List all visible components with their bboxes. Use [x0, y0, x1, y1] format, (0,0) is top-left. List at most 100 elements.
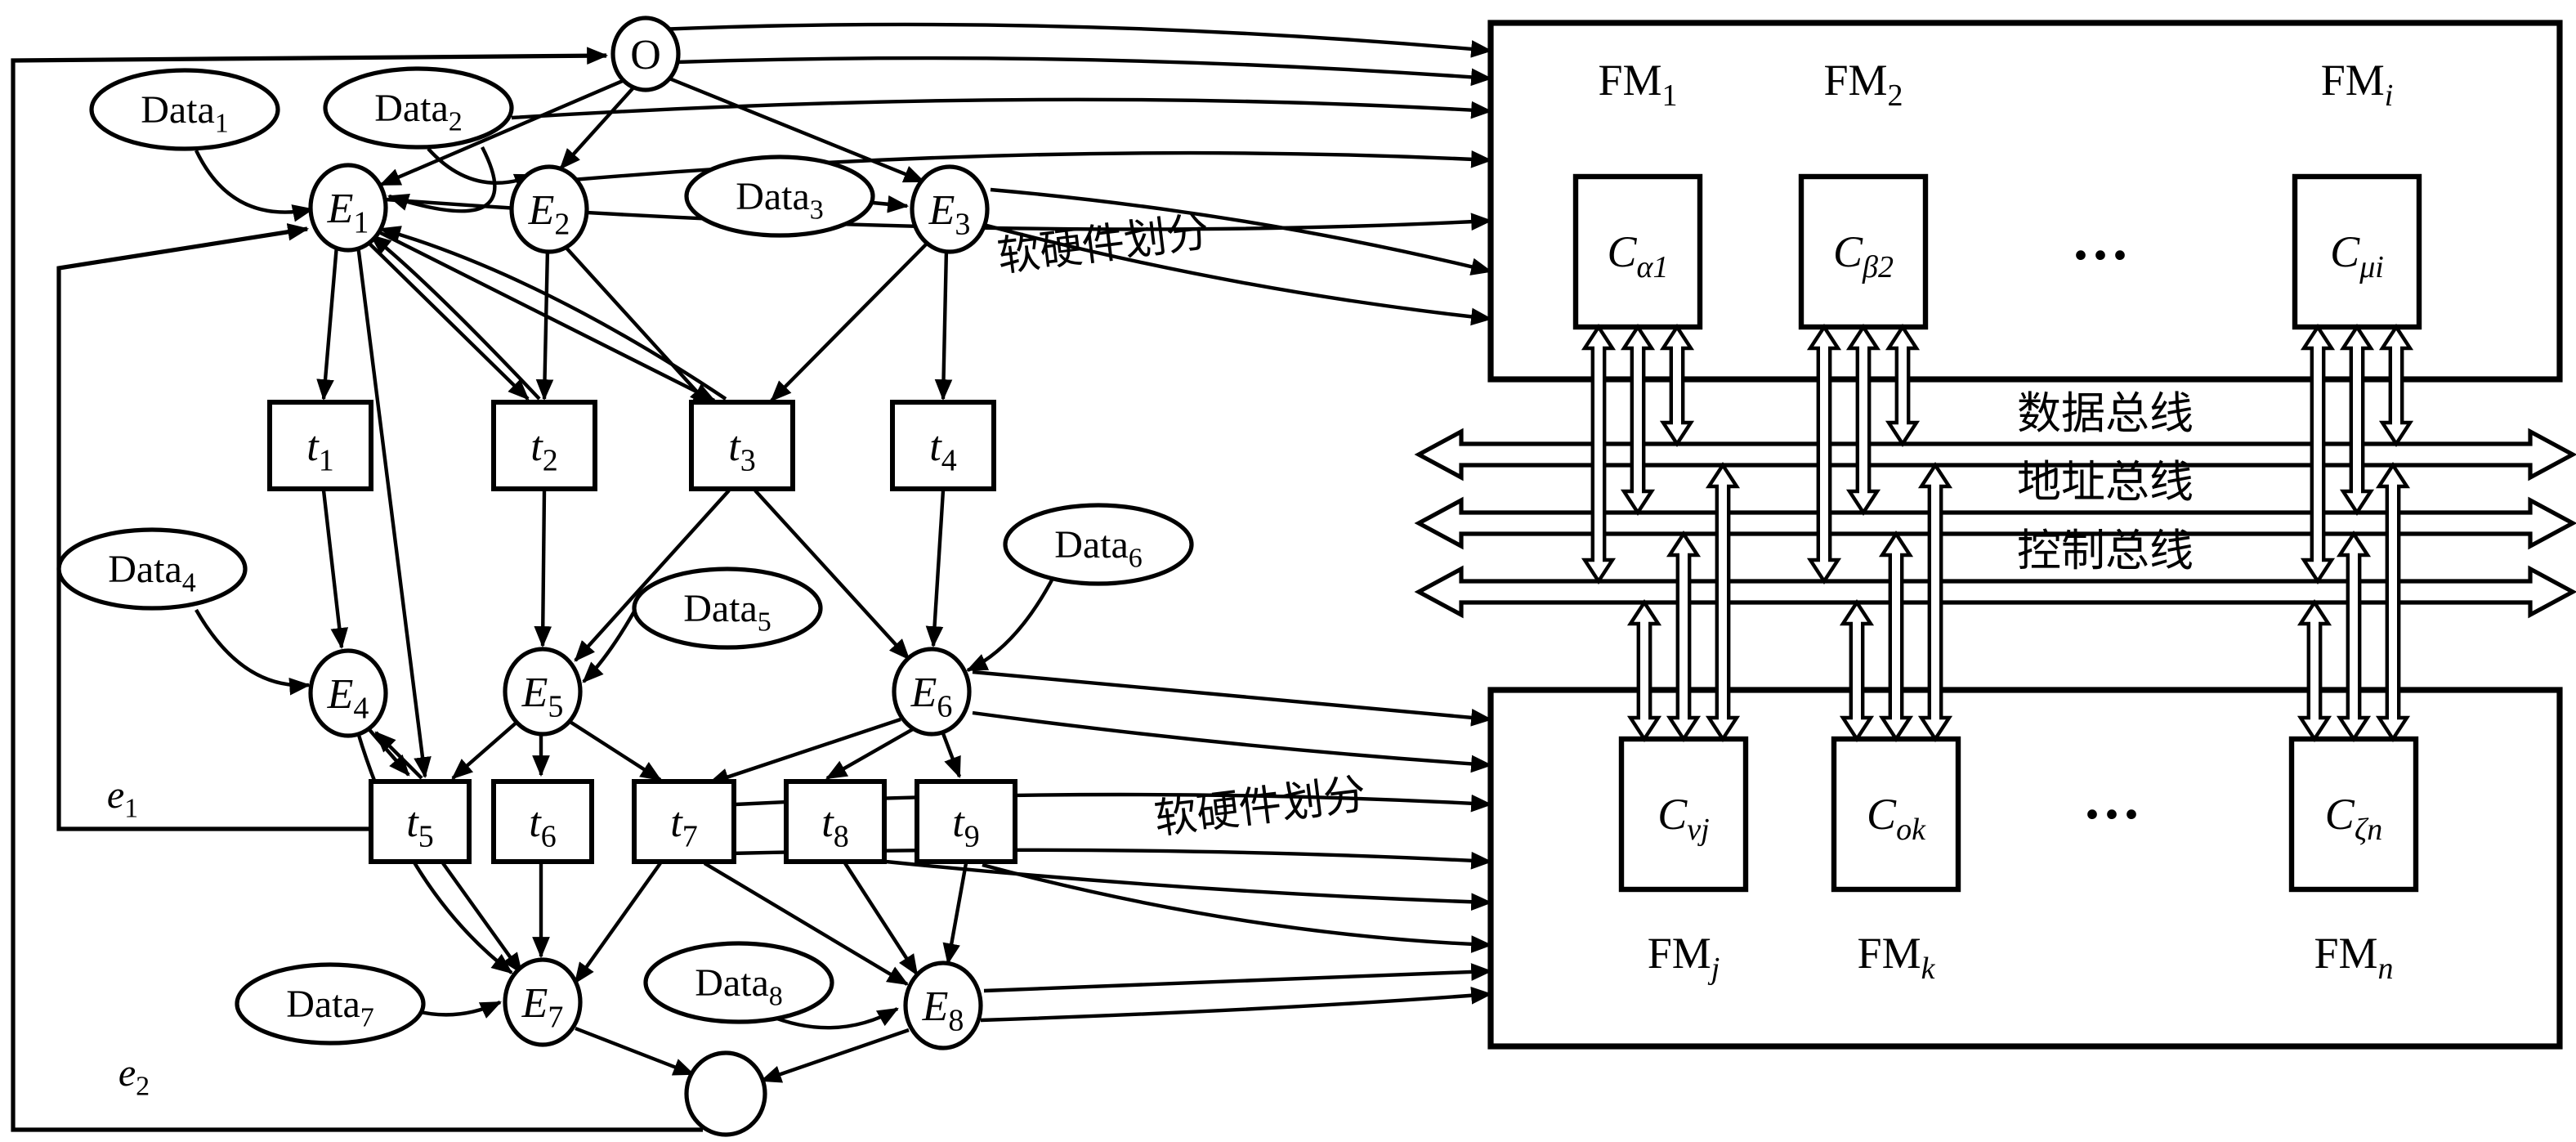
partition-arrow — [972, 670, 1493, 727]
bus-1 — [1414, 428, 2576, 481]
data-node-4 — [56, 527, 248, 611]
petri-arrow — [754, 489, 910, 661]
bus-label-1: 数据总线 — [2017, 389, 2194, 438]
bus-3 — [1414, 565, 2576, 619]
petri-arrow — [707, 717, 901, 786]
petri-arrow — [356, 732, 513, 974]
component-box-vj — [1618, 736, 1749, 893]
partition-arrows — [385, 22, 1493, 1023]
petri-arrow — [770, 242, 928, 402]
bus-connector — [1806, 323, 1842, 585]
partition-arrow — [656, 22, 1493, 58]
petri-arrow — [364, 239, 530, 401]
petri-arrow — [316, 244, 339, 401]
bus-label-3: 控制总线 — [2017, 526, 2194, 575]
bus-connector — [1626, 598, 1662, 743]
petri-arrow — [195, 608, 311, 696]
partition-arrow — [982, 862, 1493, 953]
data-node-label-6: Data6 — [1054, 523, 1143, 574]
module-label-FM1: FM1 — [1598, 56, 1677, 113]
module-label-FMn: FMn — [2314, 929, 2393, 986]
top-hw-box — [1487, 20, 2563, 383]
data-node-5 — [632, 567, 823, 650]
bus-connector — [1705, 461, 1741, 743]
transition-t8 — [784, 779, 887, 864]
start-node — [610, 16, 681, 92]
place-label-E6: E6 — [910, 670, 953, 723]
transition-label-t6: t6 — [529, 799, 556, 853]
petri-arrow — [378, 226, 727, 401]
place-E8 — [903, 961, 983, 1050]
transition-label-t9: t9 — [952, 799, 979, 853]
data-node-8 — [643, 941, 834, 1024]
loop-e1 — [56, 223, 371, 831]
petri-arrow — [356, 244, 432, 779]
partition-arrow — [990, 187, 1493, 275]
data-node-label-8: Data8 — [695, 961, 783, 1012]
place-label-E1: E1 — [327, 186, 369, 240]
petri-arrow — [535, 248, 554, 401]
loop-e2 — [11, 47, 703, 1132]
transition-t7 — [632, 779, 736, 864]
petri-arrow — [939, 728, 962, 779]
petri-arrow — [664, 74, 926, 184]
transition-label-t3: t3 — [728, 423, 755, 477]
bus-connector — [1666, 530, 1702, 743]
place-label-E8: E8 — [922, 983, 964, 1037]
petri-arrow — [195, 150, 315, 222]
data-node-2 — [323, 66, 514, 150]
data-node-1 — [89, 68, 280, 151]
petri-arrow — [574, 489, 731, 662]
component-label-μi: Cμi — [2330, 227, 2384, 284]
start-node-label: O — [630, 32, 661, 78]
component-box-α1 — [1572, 173, 1703, 330]
place-label-E7: E7 — [521, 980, 564, 1034]
petri-arrow — [825, 724, 920, 780]
data-node-label-1: Data1 — [141, 88, 229, 139]
petri-arrow — [767, 1007, 899, 1030]
place-E2 — [509, 164, 589, 254]
place-label-E3: E3 — [928, 187, 971, 241]
petri-arrow — [562, 244, 711, 407]
module-label-FMk: FMk — [1858, 929, 1936, 986]
transition-t2 — [491, 400, 597, 491]
data-node-label-5: Data5 — [683, 587, 771, 638]
petri-arrow — [843, 862, 919, 976]
bus-connector — [1878, 530, 1914, 743]
data-node-label-2: Data2 — [374, 87, 463, 137]
module-label-FM2: FM2 — [1823, 56, 1903, 113]
data-node-3 — [684, 155, 875, 238]
bus-label-2: 地址总线 — [2017, 458, 2194, 507]
component-label-ok: Cok — [1867, 790, 1926, 847]
transition-label-t8: t8 — [821, 799, 848, 853]
component-box-μi — [2292, 173, 2422, 330]
petri-arrow — [925, 490, 946, 648]
petri-arrow — [582, 610, 636, 683]
partition-arrow — [511, 97, 1493, 120]
loop-label-e2: e2 — [119, 1051, 150, 1102]
component-label-vj: Cvj — [1657, 790, 1709, 847]
transition-t1 — [267, 400, 373, 491]
data-node-7 — [235, 962, 426, 1046]
transition-t3 — [689, 400, 795, 491]
transition-label-t5: t5 — [406, 799, 433, 853]
data-node-6 — [1003, 503, 1194, 586]
partition-arrow — [983, 963, 1493, 993]
loop-label-e1: e1 — [107, 773, 138, 824]
place-E4 — [308, 648, 388, 738]
end-node — [684, 1050, 767, 1137]
data-node-label-7: Data7 — [286, 983, 374, 1033]
partition-arrow — [972, 710, 1493, 773]
bus-connector — [1845, 323, 1881, 517]
bus-connector — [2296, 598, 2332, 743]
bus-connector — [1620, 323, 1656, 517]
partition-arrow — [885, 859, 1493, 911]
petri-arrow — [575, 1026, 695, 1077]
bus-connector — [1885, 323, 1921, 448]
